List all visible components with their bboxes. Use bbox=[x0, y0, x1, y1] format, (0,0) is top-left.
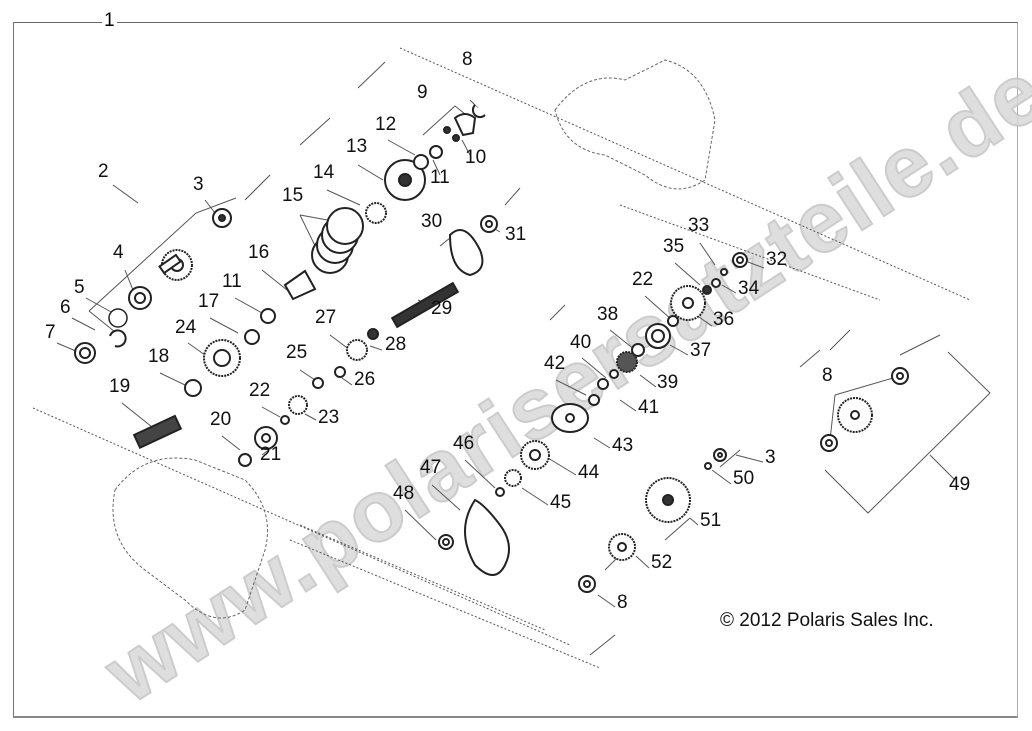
callout-22: 22 bbox=[632, 269, 654, 290]
callout-18: 18 bbox=[148, 346, 170, 367]
callout-28: 28 bbox=[385, 334, 407, 355]
callout-7: 7 bbox=[45, 322, 56, 343]
callout-10: 10 bbox=[465, 147, 487, 168]
callout-4: 4 bbox=[113, 242, 124, 263]
callout-14: 14 bbox=[313, 162, 335, 183]
callout-50: 50 bbox=[733, 468, 755, 489]
callout-17: 17 bbox=[198, 291, 220, 312]
callout-9: 9 bbox=[417, 82, 428, 103]
callout-32: 32 bbox=[766, 249, 788, 270]
copyright-text: © 2012 Polaris Sales Inc. bbox=[720, 610, 934, 631]
callout-8: 8 bbox=[617, 592, 628, 613]
callout-31: 31 bbox=[505, 224, 527, 245]
callout-40: 40 bbox=[570, 332, 592, 353]
callout-38: 38 bbox=[597, 304, 619, 325]
callout-3: 3 bbox=[765, 447, 776, 468]
callout-45: 45 bbox=[550, 492, 572, 513]
callout-44: 44 bbox=[578, 462, 600, 483]
callout-41: 41 bbox=[638, 397, 660, 418]
callout-49: 49 bbox=[949, 474, 971, 495]
callout-1: 1 bbox=[102, 10, 117, 32]
callout-39: 39 bbox=[657, 372, 679, 393]
diagram-frame bbox=[13, 22, 1018, 718]
callout-6: 6 bbox=[60, 297, 71, 318]
callout-52: 52 bbox=[651, 552, 673, 573]
callout-16: 16 bbox=[248, 242, 270, 263]
callout-3: 3 bbox=[193, 174, 204, 195]
callout-42: 42 bbox=[544, 353, 566, 374]
callout-46: 46 bbox=[453, 433, 475, 454]
callout-21: 21 bbox=[260, 444, 282, 465]
callout-35: 35 bbox=[663, 236, 685, 257]
callout-26: 26 bbox=[354, 369, 376, 390]
callout-47: 47 bbox=[420, 457, 442, 478]
callout-48: 48 bbox=[393, 483, 415, 504]
callout-30: 30 bbox=[421, 211, 443, 232]
callout-8: 8 bbox=[822, 365, 833, 386]
callout-5: 5 bbox=[74, 277, 85, 298]
callout-20: 20 bbox=[210, 409, 232, 430]
callout-36: 36 bbox=[713, 309, 735, 330]
callout-13: 13 bbox=[346, 136, 368, 157]
callout-33: 33 bbox=[688, 215, 710, 236]
callout-12: 12 bbox=[375, 114, 397, 135]
callout-8: 8 bbox=[462, 49, 473, 70]
callout-11: 11 bbox=[222, 271, 242, 292]
callout-22: 22 bbox=[249, 380, 271, 401]
callout-15: 15 bbox=[282, 185, 304, 206]
callout-29: 29 bbox=[431, 298, 453, 319]
callout-51: 51 bbox=[700, 510, 722, 531]
callout-24: 24 bbox=[175, 317, 197, 338]
callout-43: 43 bbox=[612, 435, 634, 456]
callout-2: 2 bbox=[98, 161, 109, 182]
callout-23: 23 bbox=[318, 407, 340, 428]
callout-11: 11 bbox=[430, 167, 450, 188]
callout-34: 34 bbox=[738, 278, 760, 299]
callout-19: 19 bbox=[109, 376, 131, 397]
callout-25: 25 bbox=[286, 342, 308, 363]
callout-37: 37 bbox=[690, 340, 712, 361]
callout-27: 27 bbox=[315, 307, 337, 328]
